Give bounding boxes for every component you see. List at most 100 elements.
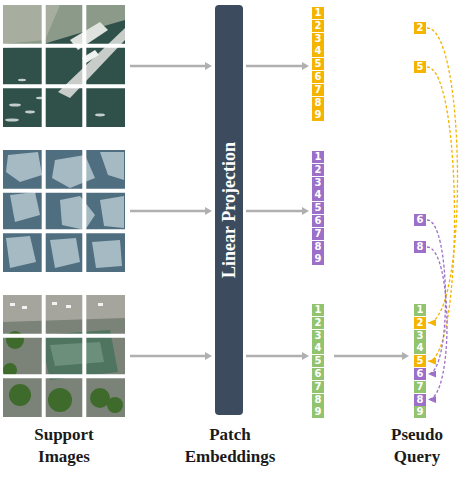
patch-token: 6: [312, 368, 324, 380]
flow-arrow-part: [205, 207, 212, 215]
support-image-ship-part: [3, 5, 60, 44]
patch-index: 8: [315, 241, 322, 253]
flow-arrow-part: [302, 62, 309, 70]
support-image-town-part: [50, 342, 104, 366]
patch-index: 5: [315, 58, 322, 70]
patch-token: 9: [312, 253, 324, 265]
patch-index: 8: [417, 241, 424, 253]
flow-arrow-part: [302, 207, 309, 215]
patch-token: 8: [414, 394, 426, 406]
patch-index: 7: [315, 84, 322, 96]
patch-index: 8: [315, 394, 322, 406]
support-image-town-part: [10, 302, 103, 309]
patch-token: 3: [414, 330, 426, 342]
patch-token: 9: [312, 406, 324, 418]
support-image-ship-part: [3, 5, 125, 127]
patch-token: 3: [312, 330, 324, 342]
support-image-ice-part-part: [100, 196, 124, 228]
patch-token: 5: [414, 355, 426, 367]
flow-arrow-part: [130, 355, 206, 358]
support-image-ice-part-part: [50, 238, 80, 268]
patch-index: 1: [315, 7, 322, 19]
patch-token: 8: [312, 97, 324, 109]
patch-index: 8: [417, 394, 424, 406]
patch-index: 2: [315, 20, 322, 32]
patch-index: 2: [315, 164, 322, 176]
flow-arrow-part: [334, 355, 403, 358]
patch-index: 3: [315, 177, 322, 189]
patch-token: 4: [312, 342, 324, 354]
query-link: [427, 67, 455, 361]
patch-index: 9: [315, 406, 322, 418]
support-image-town-part-part: [48, 388, 72, 412]
patch-index: 3: [417, 330, 424, 342]
support-image-ice-part: [3, 150, 125, 272]
support-image-town-part-part: [98, 303, 103, 306]
support-image-ice-part-part: [100, 152, 124, 180]
patch-index: 9: [315, 253, 322, 265]
flow-arrow-part: [205, 352, 212, 360]
patch-token: 6: [414, 214, 426, 226]
patch-index: 2: [417, 317, 424, 329]
bar-label: Linear Projection: [219, 142, 240, 278]
patch-index: 7: [315, 228, 322, 240]
patch-index: 5: [315, 202, 322, 214]
patch-token: 2: [312, 164, 324, 176]
patch-index: 4: [315, 45, 322, 57]
patch-token: 6: [312, 71, 324, 83]
support-image-ship-part: [3, 5, 125, 127]
support-image-ice-part-part: [6, 236, 36, 268]
patch-index: 1: [417, 304, 424, 316]
support-image-town: [3, 295, 125, 417]
patch-token: 9: [312, 109, 324, 121]
patch-token: 2: [414, 22, 426, 34]
patch-index: 3: [315, 33, 322, 45]
patch-index: 7: [315, 381, 322, 393]
support-image-ice-part: [6, 152, 124, 268]
support-image-town-part-part: [9, 384, 31, 406]
patch-token: 5: [414, 61, 426, 73]
column-caption: Patch Embeddings: [180, 424, 280, 468]
support-image-ship-part-part: [18, 79, 26, 81]
support-image-ice-part-part: [52, 155, 95, 188]
patch-index: 5: [315, 355, 322, 367]
support-image-ship: [3, 5, 125, 127]
patch-token: 7: [312, 228, 324, 240]
support-image-ice-part-part: [92, 240, 122, 268]
patch-token: 4: [312, 189, 324, 201]
patch-index: 6: [417, 368, 424, 380]
column-caption: Support Images: [22, 424, 106, 468]
support-image-town-part-part: [22, 306, 27, 309]
patch-index: 6: [315, 71, 322, 83]
patch-index: 4: [315, 342, 322, 354]
query-link: [427, 247, 447, 400]
patch-index: 1: [315, 151, 322, 163]
patch-index: 2: [417, 22, 424, 34]
patch-token: 1: [312, 304, 324, 316]
patch-token: 6: [414, 368, 426, 380]
patch-token: 4: [414, 342, 426, 354]
patch-index: 6: [315, 215, 322, 227]
projection-bar: Linear Projection: [215, 5, 243, 415]
flow-arrow-part: [246, 355, 303, 358]
support-image-ship-part-part: [9, 103, 21, 106]
patch-index: 5: [417, 61, 424, 73]
support-image-ice: [3, 150, 125, 272]
support-image-ship-part: [3, 5, 125, 48]
support-image-ice-part-part: [60, 196, 95, 230]
flow-arrow-part: [246, 65, 303, 68]
patch-token: 8: [312, 394, 324, 406]
column-caption: Pseudo Query: [378, 424, 456, 468]
patch-token: 2: [414, 317, 426, 329]
support-image-town-part: [3, 295, 125, 417]
support-image-ship-part-part: [5, 118, 19, 121]
patch-token: 7: [312, 381, 324, 393]
support-image-town-part: [3, 331, 123, 413]
patch-token: 3: [312, 177, 324, 189]
patch-index: 2: [315, 317, 322, 329]
patch-token: 6: [312, 215, 324, 227]
patch-index: 5: [417, 355, 424, 367]
patch-index: 3: [315, 330, 322, 342]
patch-index: 8: [315, 97, 322, 109]
support-image-town-part-part: [10, 303, 15, 306]
